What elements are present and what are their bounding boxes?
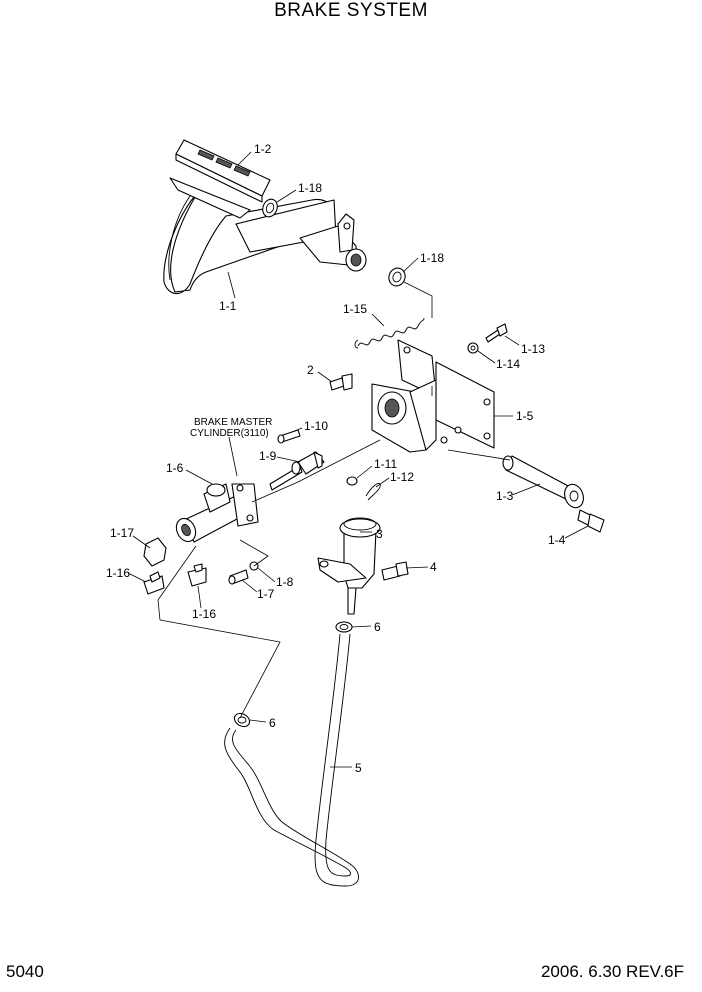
- bushing-lower: [388, 267, 406, 287]
- washer-1-11: [346, 476, 358, 486]
- reservoir: [317, 517, 381, 615]
- callout-1-9: 1-9: [259, 449, 277, 463]
- pedal-pad: [169, 139, 271, 219]
- clevis-pin-1-10: [277, 429, 301, 444]
- bolt-2: [329, 373, 353, 391]
- bushing-upper: [262, 198, 278, 218]
- callout-3: 3: [376, 527, 383, 541]
- callout-1-16-left: 1-16: [106, 566, 130, 580]
- master-cylinder: [175, 483, 259, 543]
- brake-pedal-arm: [163, 191, 367, 295]
- callout-1-18-upper: 1-18: [298, 181, 322, 195]
- callout-1-2: 1-2: [254, 142, 272, 156]
- callout-labels: 1-2 1-18 1-1 1-18 1-15 1-13 1-14 2 1-5 1…: [106, 142, 566, 775]
- page-title: BRAKE SYSTEM: [274, 0, 428, 21]
- callout-6-lower: 6: [269, 716, 276, 730]
- callout-1-3: 1-3: [496, 489, 514, 503]
- nipple-1-16-right: [187, 563, 207, 587]
- callout-1-18-lower: 1-18: [420, 251, 444, 265]
- fitting-1-17: [143, 537, 167, 567]
- callout-6-upper: 6: [374, 620, 381, 634]
- callout-1-5: 1-5: [516, 409, 534, 423]
- callout-1-4: 1-4: [548, 533, 566, 547]
- bolt-4: [381, 561, 409, 581]
- callout-1-8: 1-8: [276, 575, 294, 589]
- hose-clamp-upper: [335, 621, 353, 633]
- callout-1-15: 1-15: [343, 302, 367, 316]
- callout-1-7: 1-7: [257, 587, 275, 601]
- pedal-bracket: [371, 339, 495, 453]
- bolt-1-4: [577, 509, 605, 533]
- assembly-note-line-2: CYLINDER(3110): [190, 428, 269, 439]
- callout-2: 2: [307, 363, 314, 377]
- callout-1-1: 1-1: [219, 299, 237, 313]
- assembly-note-line-1: BRAKE MASTER: [194, 417, 272, 428]
- callout-1-13: 1-13: [521, 342, 545, 356]
- callout-1-14: 1-14: [496, 357, 520, 371]
- clevis-pushrod: [269, 451, 325, 491]
- callout-1-12: 1-12: [390, 470, 414, 484]
- page-number: 5040: [6, 962, 44, 981]
- bolt-1-13: [485, 323, 508, 343]
- washer-1-14: [467, 342, 479, 354]
- brake-hose: [224, 633, 359, 887]
- hose-clamp-lower: [233, 712, 251, 728]
- callout-1-6: 1-6: [166, 461, 184, 475]
- callout-1-17: 1-17: [110, 526, 134, 540]
- pivot-pin: [502, 455, 584, 509]
- callout-1-10: 1-10: [304, 419, 328, 433]
- nipple-1-16-left: [143, 571, 165, 595]
- leader-lines: [127, 151, 589, 768]
- revision-stamp: 2006. 6.30 REV.6F: [540, 962, 684, 981]
- return-spring: [354, 317, 425, 349]
- callout-1-16-right: 1-16: [192, 607, 216, 621]
- bolt-1-7: [228, 569, 249, 585]
- callout-1-11: 1-11: [374, 457, 397, 471]
- callout-5: 5: [355, 761, 362, 775]
- callout-4: 4: [430, 560, 437, 574]
